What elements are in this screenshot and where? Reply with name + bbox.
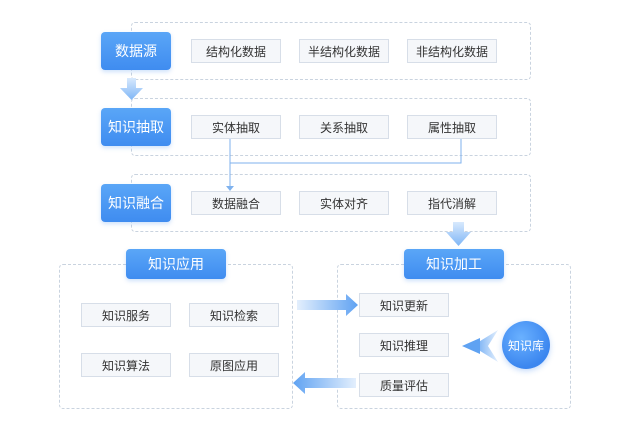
- extraction-label: 知识抽取: [101, 108, 171, 146]
- arrow-kb-to-reasoning-tip: [462, 338, 480, 354]
- arrow-source-to-extraction: [120, 78, 143, 100]
- source-item-structured: 结构化数据: [191, 39, 281, 63]
- extraction-item-relation: 关系抽取: [299, 115, 389, 139]
- extraction-item-attribute: 属性抽取: [407, 115, 497, 139]
- source-item-semistructured: 半结构化数据: [299, 39, 389, 63]
- application-item-algorithm: 知识算法: [81, 353, 171, 377]
- fusion-item-coreference: 指代消解: [407, 191, 497, 215]
- line-extraction-to-fusion: [229, 137, 462, 186]
- arrow-fusion-to-processing: [446, 222, 471, 246]
- arrow-kb-to-reasoning: [472, 330, 498, 362]
- fusion-label: 知识融合: [101, 184, 171, 222]
- source-label: 数据源: [101, 32, 171, 70]
- extraction-item-entity: 实体抽取: [191, 115, 281, 139]
- processing-item-evaluation: 质量评估: [359, 373, 449, 397]
- application-label: 知识应用: [126, 249, 226, 279]
- processing-item-reasoning: 知识推理: [359, 333, 449, 357]
- processing-label: 知识加工: [404, 249, 504, 279]
- arrow-evaluation-to-application: [293, 372, 356, 394]
- source-item-unstructured: 非结构化数据: [407, 39, 497, 63]
- fusion-item-entity-align: 实体对齐: [299, 191, 389, 215]
- processing-item-update: 知识更新: [359, 293, 449, 317]
- fusion-item-data: 数据融合: [191, 191, 281, 215]
- knowledge-base-node: 知识库: [502, 321, 550, 369]
- application-item-search: 知识检索: [189, 303, 279, 327]
- arrowhead-fusion: [226, 186, 234, 191]
- application-item-graph: 原图应用: [189, 353, 279, 377]
- application-item-service: 知识服务: [81, 303, 171, 327]
- arrow-application-to-update: [297, 294, 358, 316]
